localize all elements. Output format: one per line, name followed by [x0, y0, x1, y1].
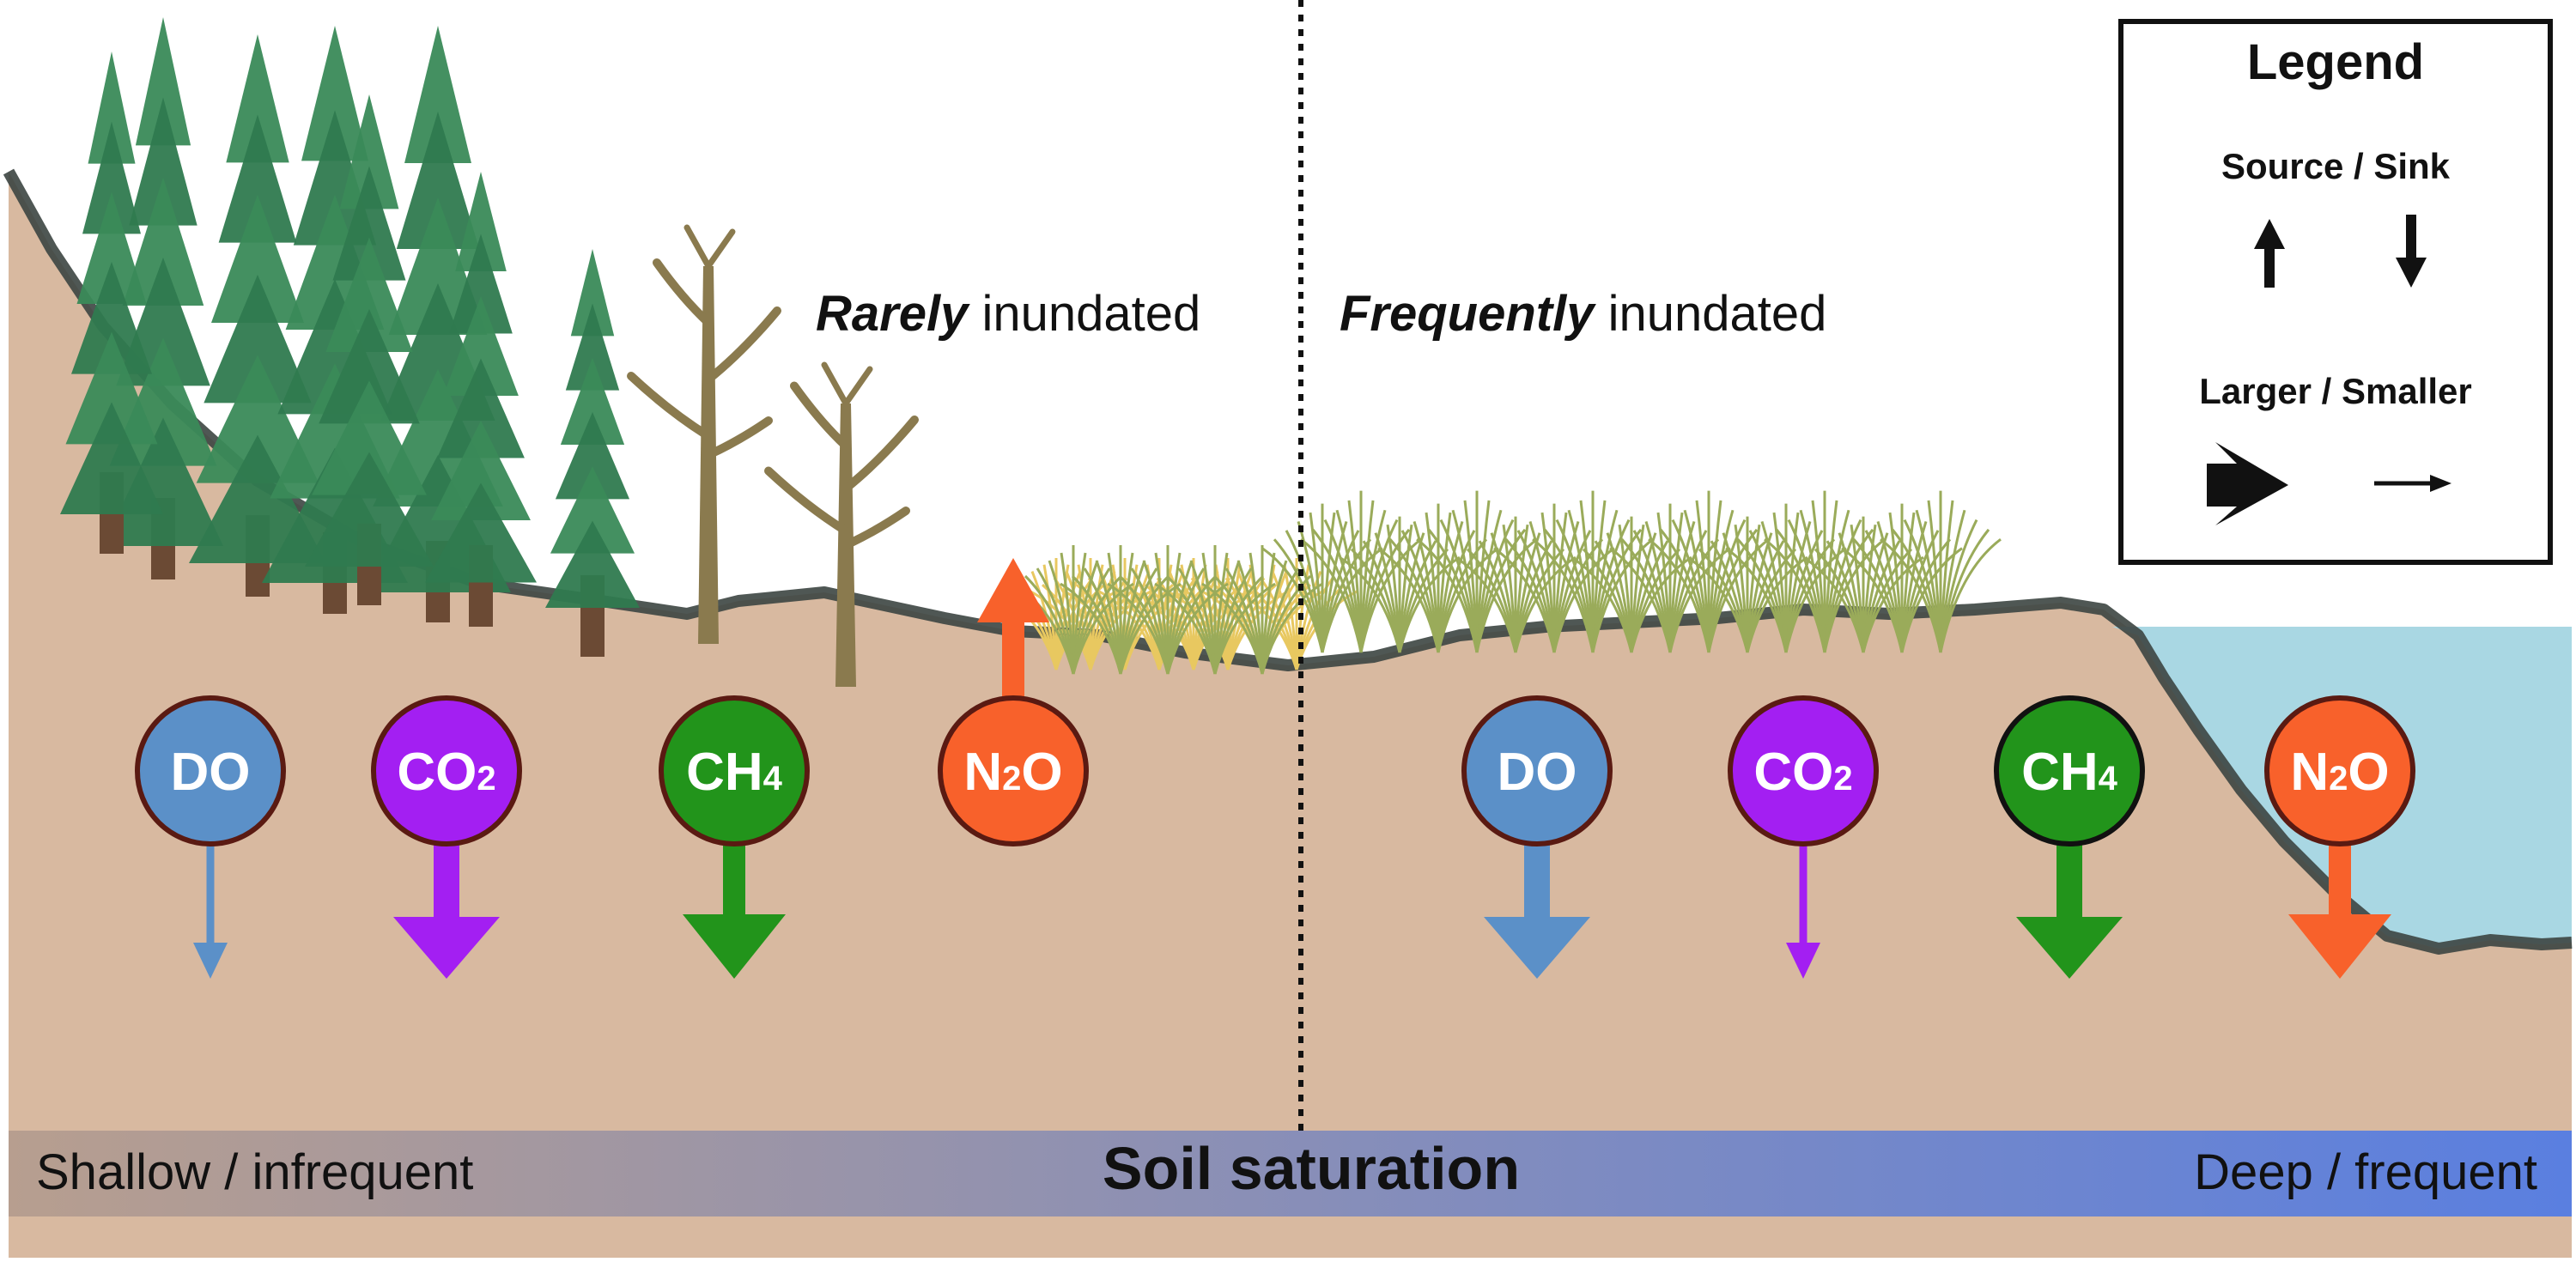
small-arrow-right-icon — [2374, 475, 2451, 492]
sink-arrow-icon — [2016, 840, 2123, 979]
grass-tuft — [1841, 503, 1963, 653]
gas-circle — [135, 695, 286, 846]
grass-tuft — [1107, 545, 1229, 675]
gas-circle — [1728, 695, 1879, 846]
grass-tuft — [1764, 490, 1886, 653]
region-title-left: Rarely inundated — [816, 286, 1200, 342]
sink-arrow-icon — [2288, 840, 2391, 979]
grass-tuft — [1154, 545, 1276, 675]
grass-tuft — [1532, 490, 1654, 653]
gas-circle — [938, 695, 1089, 846]
gas-circle — [1461, 695, 1613, 846]
dead-tree — [764, 361, 919, 687]
arrow-down-icon — [2396, 215, 2427, 288]
gas-marker-ch4: CH4 — [1994, 695, 2145, 979]
conifer-tree — [545, 249, 640, 657]
gas-marker-ch4: CH4 — [659, 695, 810, 979]
soil-saturation-bar: Shallow / infrequent Soil saturation Dee… — [9, 1131, 2572, 1216]
legend-magnitude-label: Larger / Smaller — [2199, 371, 2471, 411]
grass-tuft — [1300, 490, 1422, 653]
legend-direction-label: Source / Sink — [2221, 146, 2451, 186]
region-right-emphasis: Frequently — [1340, 286, 1596, 342]
soil-layer — [9, 172, 2572, 1258]
region-left-emphasis: Rarely — [816, 286, 970, 342]
region-title-right: Frequently inundated — [1340, 286, 1826, 342]
dead-tree — [627, 224, 781, 644]
conifer-tree — [60, 52, 163, 554]
conifer-trees — [60, 17, 640, 657]
gas-marker-n2o: N2O — [938, 558, 1089, 846]
grass-tuft — [1648, 490, 1770, 653]
source-arrow-icon — [977, 558, 1049, 702]
saturation-gradient — [9, 1131, 2572, 1216]
sink-arrow-icon — [1786, 840, 1820, 979]
arrow-up-icon — [2254, 219, 2285, 288]
conifer-tree — [305, 94, 434, 605]
gas-marker-co2: CO2 — [1728, 695, 1879, 979]
large-arrow-right-icon — [2207, 442, 2288, 525]
sink-arrow-icon — [193, 840, 228, 979]
gas-circle — [659, 695, 810, 846]
saturation-left-label: Shallow / infrequent — [36, 1144, 473, 1200]
legend-frame — [2118, 19, 2553, 565]
region-right-rest: inundated — [1595, 286, 1827, 342]
dead-trees — [627, 224, 919, 687]
sink-arrow-icon — [393, 840, 500, 979]
region-left-rest: inundated — [968, 286, 1200, 342]
gas-label: N2O — [963, 743, 1062, 802]
gas-label: CH4 — [2021, 743, 2118, 802]
conifer-tree — [425, 172, 537, 627]
gas-marker-n2o: N2O — [2264, 695, 2415, 979]
grass-tuft — [1880, 490, 2002, 653]
gas-circle — [2264, 695, 2415, 846]
gas-label: DO — [1498, 743, 1577, 802]
sink-arrow-icon — [1484, 840, 1590, 979]
gas-marker-co2: CO2 — [371, 695, 522, 979]
grass-tuft — [1012, 544, 1134, 675]
saturation-right-label: Deep / frequent — [2194, 1144, 2537, 1200]
gas-label: CH4 — [686, 743, 783, 802]
gas-flux-markers: DO CO2 CH4 N2O DO CO2 CH4 N2O — [135, 558, 2415, 979]
sink-arrow-icon — [683, 840, 786, 979]
gas-circle — [371, 695, 522, 846]
gas-label: CO2 — [1753, 743, 1852, 802]
gas-label: N2O — [2290, 743, 2389, 802]
saturation-center-label: Soil saturation — [1103, 1135, 1520, 1202]
legend-box: Legend Source / Sink Larger / Smaller — [2118, 19, 2553, 565]
legend-title: Legend — [2247, 34, 2424, 90]
gas-label: DO — [171, 743, 251, 802]
gas-marker-do: DO — [1461, 695, 1613, 979]
gas-marker-do: DO — [135, 695, 286, 979]
gas-label: CO2 — [397, 743, 495, 802]
gas-circle — [1994, 695, 2145, 846]
